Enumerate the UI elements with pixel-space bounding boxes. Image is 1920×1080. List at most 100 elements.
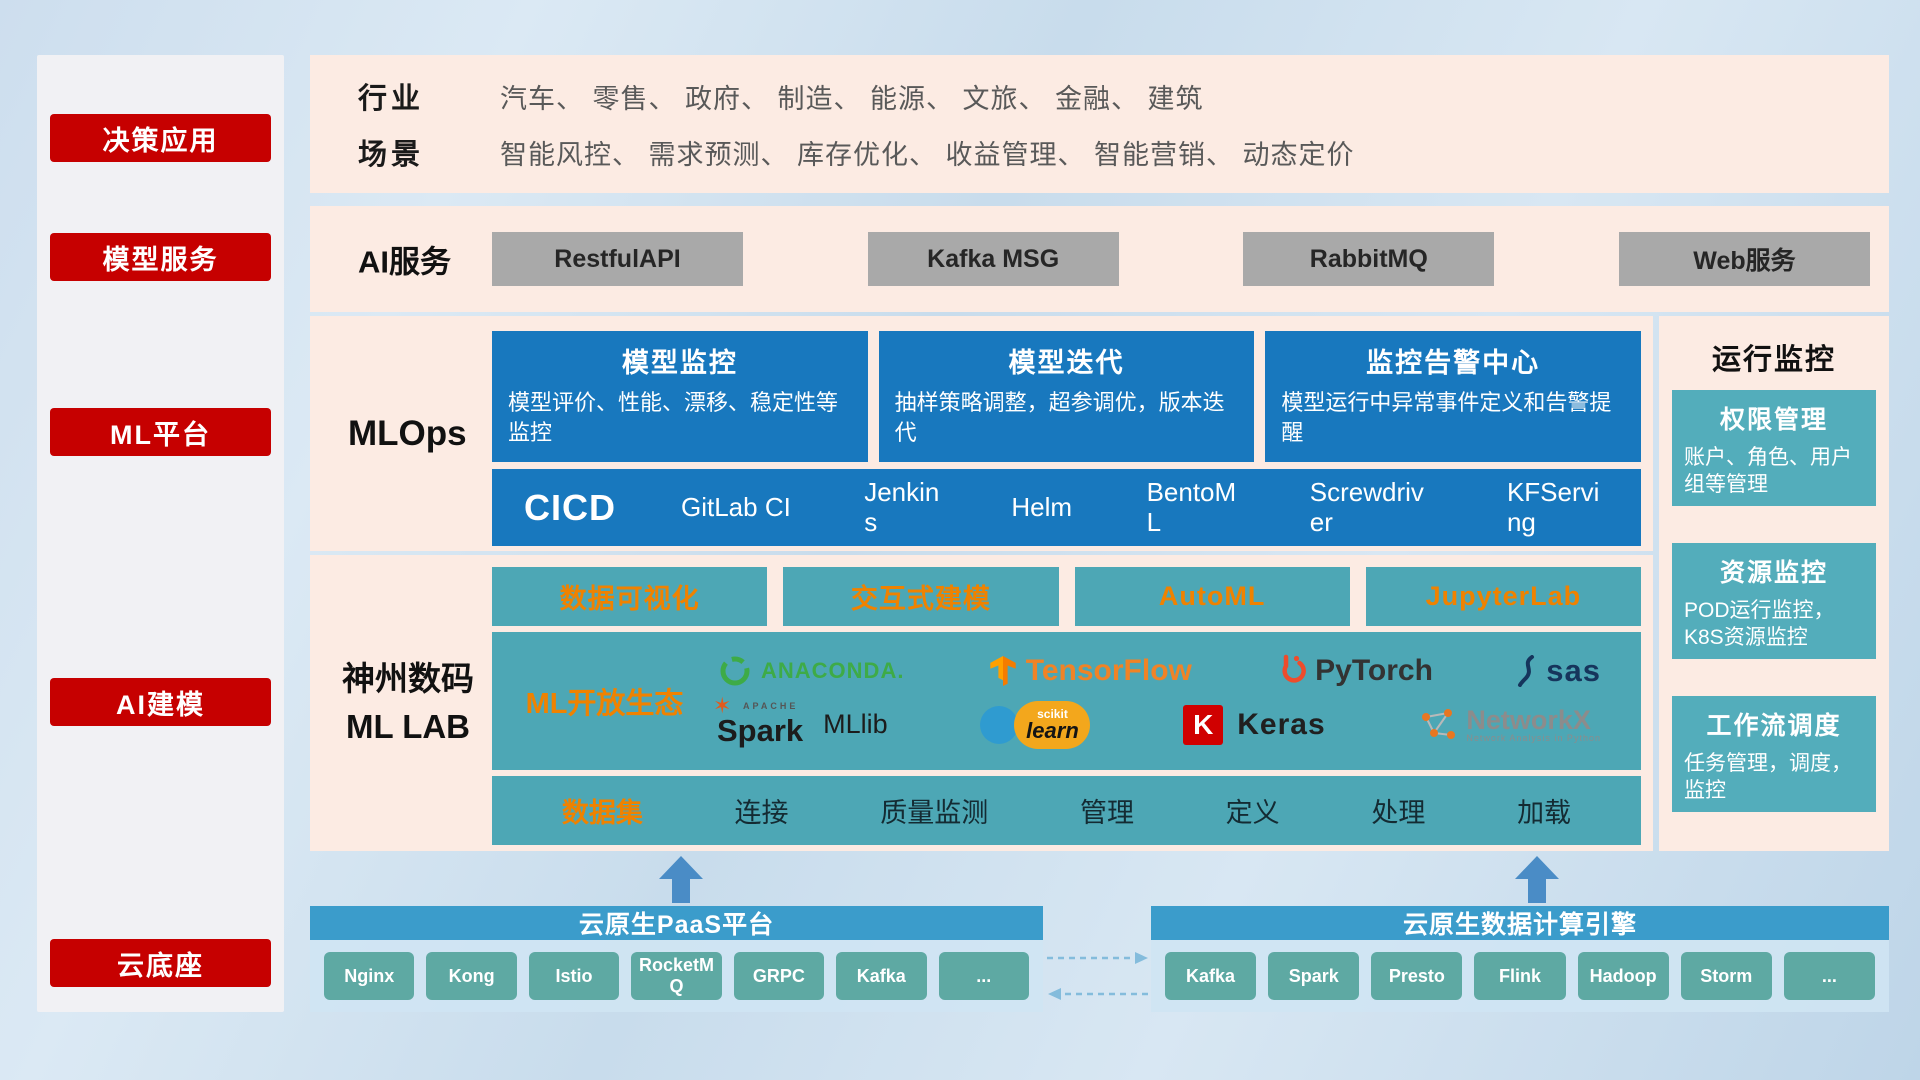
mlops-cards: 模型监控 模型评价、性能、漂移、稳定性等监控 模型迭代 抽样策略调整，超参调优，… — [492, 331, 1642, 462]
ai-service-label: AI服务 — [358, 244, 451, 280]
web-service-block: Web服务 — [1618, 232, 1870, 286]
left-category-sidebar: 决策应用 模型服务 ML平台 AI建模 云底座 — [37, 55, 284, 1012]
ecosystem-logos-row-1: ANACONDA. TensorFlow — [717, 653, 1601, 689]
paas-components-strip: Nginx Kong Istio RocketMQ GRPC Kafka ... — [310, 940, 1043, 1012]
dataset-pipeline-bar: 数据集 连接 质量监测 管理 定义 处理 加载 — [492, 776, 1641, 845]
chip-more-engine: ... — [1783, 952, 1875, 1000]
scikit-learn-orange-icon: scikit learn — [1014, 700, 1091, 749]
pytorch-icon — [1282, 655, 1307, 683]
keras-wordmark: Keras — [1237, 707, 1326, 741]
model-monitoring-card: 模型监控 模型评价、性能、漂移、稳定性等监控 — [492, 331, 868, 462]
chip-kafka: Kafka — [836, 952, 927, 1000]
ml-lab-top-tools: 数据可视化 交互式建模 AutoML JupyterLab — [492, 567, 1641, 626]
manage-label: 管理 — [1079, 798, 1134, 828]
workflow-scheduling-desc: 任务管理，调度，监控 — [1684, 752, 1852, 803]
mlops-panel: MLOps 模型监控 模型评价、性能、漂移、稳定性等监控 模型迭代 抽样策略调整… — [310, 316, 1653, 551]
resource-monitoring-title: 资源监控 — [1719, 559, 1828, 587]
industry-label: 行业 — [358, 83, 425, 115]
spark-wordmark: Spark — [717, 712, 804, 748]
permission-management-title: 权限管理 — [1719, 406, 1828, 434]
process-label: 处理 — [1371, 798, 1426, 828]
mllib-label: MLlib — [823, 709, 888, 740]
spark-star-icon: ✶ — [713, 692, 732, 718]
resource-monitoring-desc: POD运行监控，K8S资源监控 — [1684, 599, 1835, 650]
chip-rocketmq: RocketMQ — [631, 952, 722, 1000]
industry-row: 行业 汽车、 零售、 政府、 制造、 能源、 文旅、 金融、 建筑 — [310, 75, 1889, 117]
cicd-tool-gitlab-ci: GitLab CI — [681, 491, 791, 522]
runtime-monitoring-cards: 权限管理 账户、角色、用户组等管理 资源监控 POD运行监控，K8S资源监控 工… — [1672, 390, 1876, 812]
connect-label: 连接 — [734, 798, 789, 828]
apache-label: APACHE — [743, 700, 799, 711]
cicd-tool-jenkins: Jenkins — [864, 476, 940, 537]
cicd-bar: CICD GitLab CI Jenkins Helm BentoML Scre… — [492, 469, 1641, 546]
dataset-label: 数据集 — [561, 798, 643, 828]
chip-storm: Storm — [1680, 952, 1772, 1000]
keras-logo: K Keras — [1183, 704, 1326, 745]
tensorflow-logo: TensorFlow — [988, 654, 1192, 688]
keras-k-icon: K — [1183, 704, 1224, 745]
load-label: 加载 — [1517, 798, 1572, 828]
chip-istio: Istio — [528, 952, 620, 1000]
ecosystem-logos: ANACONDA. TensorFlow — [713, 632, 1641, 770]
scikit-learn-blue-icon — [980, 705, 1019, 744]
data-visualization-block: 数据可视化 — [492, 567, 768, 626]
alert-center-desc: 模型运行中异常事件定义和告警提醒 — [1281, 390, 1612, 445]
ai-service-buttons: RestfulAPI Kafka MSG RabbitMQ Web服务 — [492, 232, 1870, 286]
scenario-values: 智能风控、 需求预测、 库存优化、 收益管理、 智能营销、 动态定价 — [500, 139, 1355, 170]
sidebar-item-ml-platform: ML平台 — [50, 408, 271, 456]
networkx-subtitle: Network Analysis in Python — [1466, 733, 1601, 744]
ml-open-ecosystem-label: ML开放生态 — [525, 688, 684, 720]
chip-kafka-engine: Kafka — [1165, 952, 1257, 1000]
model-iteration-desc: 抽样策略调整，超参调优，版本迭代 — [894, 390, 1225, 445]
interactive-modeling-block: 交互式建模 — [783, 567, 1059, 626]
ml-open-ecosystem-box: ML开放生态 ANACONDA. TensorFlow — [492, 632, 1641, 770]
model-monitoring-title: 模型监控 — [621, 348, 738, 378]
workflow-scheduling-card: 工作流调度 任务管理，调度，监控 — [1672, 696, 1876, 812]
data-engine-bar: 云原生数据计算引擎 — [1151, 906, 1889, 940]
paas-platform-bar: 云原生PaaS平台 — [310, 906, 1043, 940]
restfulapi-block: RestfulAPI — [492, 232, 743, 286]
networkx-wordmark: NetworkX — [1466, 704, 1591, 735]
cicd-label: CICD — [524, 486, 616, 528]
anaconda-logo: ANACONDA. — [717, 653, 904, 689]
dashed-exchange-arrows-icon — [1047, 952, 1148, 1000]
cicd-tool-kfserving: KFServing — [1506, 476, 1600, 537]
ml-lab-label-line1: 神州数码 — [342, 660, 474, 698]
networkx-graph-icon — [1422, 708, 1456, 739]
rabbitmq-block: RabbitMQ — [1243, 232, 1495, 286]
chip-nginx: Nginx — [324, 952, 415, 1000]
sidebar-item-cloud-base: 云底座 — [50, 939, 271, 987]
tensorflow-wordmark: TensorFlow — [1025, 654, 1192, 688]
ecosystem-logos-row-2: ✶ APACHE Spark MLlib scikit learn — [713, 693, 1601, 749]
chip-spark: Spark — [1268, 952, 1360, 1000]
scenario-label: 场景 — [358, 139, 425, 171]
sidebar-item-decision-application: 决策应用 — [50, 114, 271, 162]
tensorflow-icon — [990, 656, 1016, 687]
alert-center-title: 监控告警中心 — [1366, 348, 1541, 378]
kafka-msg-block: Kafka MSG — [867, 232, 1119, 286]
chip-kong: Kong — [426, 952, 517, 1000]
chip-flink: Flink — [1474, 952, 1566, 1000]
cicd-tool-helm: Helm — [1011, 491, 1073, 522]
chip-hadoop: Hadoop — [1577, 952, 1669, 1000]
define-label: 定义 — [1225, 798, 1280, 828]
scenario-row: 场景 智能风控、 需求预测、 库存优化、 收益管理、 智能营销、 动态定价 — [310, 131, 1889, 173]
scikit-learn-logo: scikit learn — [980, 700, 1091, 749]
runtime-monitoring-title: 运行监控 — [1711, 344, 1836, 376]
learn-label: learn — [1026, 717, 1079, 743]
chip-more-paas: ... — [938, 952, 1029, 1000]
networkx-logo: NetworkX Network Analysis in Python — [1418, 704, 1601, 744]
quality-monitor-label: 质量监测 — [880, 798, 989, 828]
sidebar-item-ai-modeling: AI建模 — [50, 678, 271, 726]
model-iteration-card: 模型迭代 抽样策略调整，超参调优，版本迭代 — [878, 331, 1255, 462]
sas-logo: sas — [1516, 653, 1601, 689]
cicd-tools: GitLab CI Jenkins Helm BentoML Screwdriv… — [681, 476, 1609, 538]
scikit-label: scikit — [1037, 706, 1068, 721]
up-arrow-engine-icon — [1515, 856, 1559, 903]
alert-center-card: 监控告警中心 模型运行中异常事件定义和告警提醒 — [1265, 331, 1642, 462]
pytorch-wordmark: PyTorch — [1315, 654, 1433, 688]
networkx-text-block: NetworkX Network Analysis in Python — [1466, 704, 1601, 744]
resource-monitoring-card: 资源监控 POD运行监控，K8S资源监控 — [1672, 543, 1876, 659]
chip-presto: Presto — [1371, 952, 1463, 1000]
workflow-scheduling-title: 工作流调度 — [1706, 712, 1842, 740]
